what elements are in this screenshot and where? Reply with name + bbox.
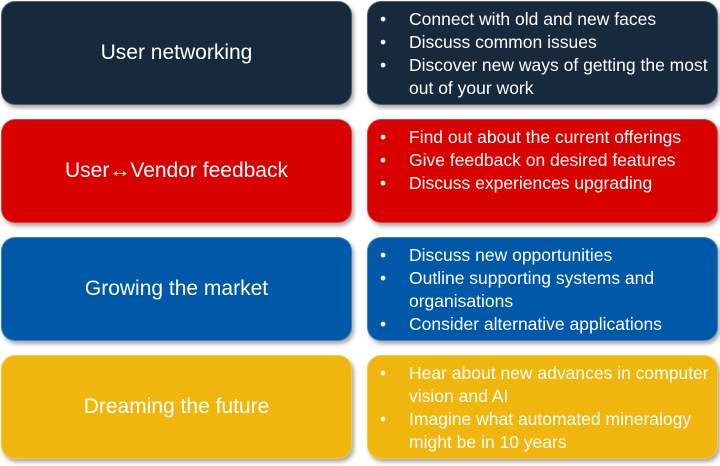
bullet-item: Discover new ways of getting the most ou… <box>368 54 709 100</box>
topic-box-dreaming-the-future: Dreaming the future <box>1 355 352 459</box>
bullet-item: Outline supporting systems and organisat… <box>368 267 709 313</box>
topic-title: User networking <box>100 41 253 64</box>
topic-title: Growing the market <box>84 277 269 300</box>
bullet-item: Imagine what automated mineralogy might … <box>368 408 709 454</box>
row-dreaming-the-future: Dreaming the future Hear about new advan… <box>0 354 720 461</box>
bullet-item: Consider alternative applications <box>368 313 709 336</box>
row-user-networking: User networking Connect with old and new… <box>0 0 720 107</box>
topic-box-growing-the-market: Growing the market <box>1 237 352 341</box>
details-box-user-vendor-feedback: Find out about the current offerings Giv… <box>367 119 718 223</box>
details-box-growing-the-market: Discuss new opportunities Outline suppor… <box>367 237 718 341</box>
details-box-dreaming-the-future: Hear about new advances in computer visi… <box>367 355 718 459</box>
bullet-item: Discuss common issues <box>368 31 709 54</box>
details-box-user-networking: Connect with old and new faces Discuss c… <box>367 1 718 105</box>
topic-title: User↔Vendor feedback <box>65 159 288 182</box>
bullet-list: Discuss new opportunities Outline suppor… <box>368 244 709 336</box>
topic-title: Dreaming the future <box>83 395 270 418</box>
bullet-item: Connect with old and new faces <box>368 8 709 31</box>
bullet-list: Connect with old and new faces Discuss c… <box>368 8 709 100</box>
bullet-item: Find out about the current offerings <box>368 126 709 149</box>
bullet-item: Discuss experiences upgrading <box>368 172 709 195</box>
topic-box-user-vendor-feedback: User↔Vendor feedback <box>1 119 352 223</box>
bullet-item: Discuss new opportunities <box>368 244 709 267</box>
bullet-list: Find out about the current offerings Giv… <box>368 126 709 195</box>
row-user-vendor-feedback: User↔Vendor feedback Find out about the … <box>0 118 720 225</box>
row-growing-the-market: Growing the market Discuss new opportuni… <box>0 236 720 343</box>
bullet-item: Hear about new advances in computer visi… <box>368 362 709 408</box>
topic-box-user-networking: User networking <box>1 1 352 105</box>
bullet-item: Give feedback on desired features <box>368 149 709 172</box>
bullet-list: Hear about new advances in computer visi… <box>368 362 709 454</box>
